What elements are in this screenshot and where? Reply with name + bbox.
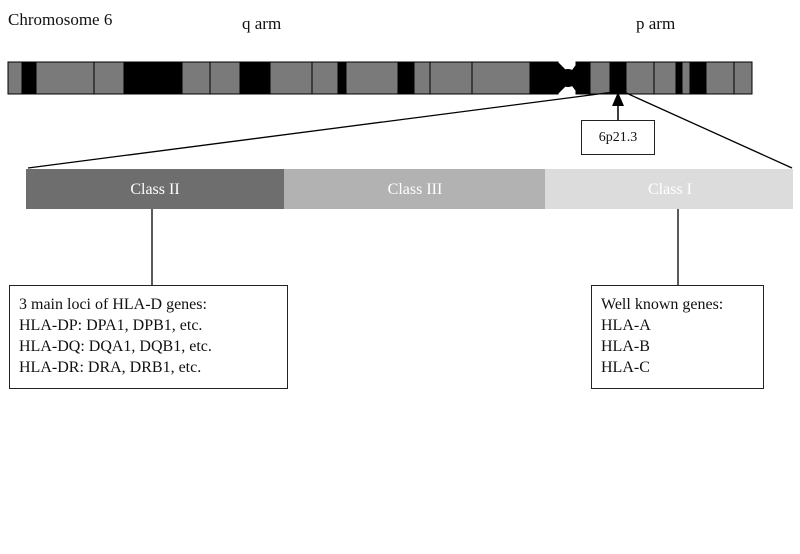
band	[269, 61, 313, 95]
region-label-class-iii: Class III	[388, 181, 443, 198]
band	[311, 61, 339, 95]
expansion-line-left	[27, 91, 615, 169]
band	[93, 61, 125, 95]
band	[429, 61, 473, 95]
band	[471, 61, 531, 95]
class-i-line: HLA-A	[601, 317, 651, 334]
band	[675, 61, 683, 95]
p-arm	[575, 61, 753, 95]
region-label-class-i: Class I	[648, 181, 692, 198]
band	[21, 61, 37, 95]
class-i-genes-box: Well known genes: HLA-A HLA-B HLA-C	[591, 285, 764, 389]
band	[181, 61, 211, 95]
band	[733, 61, 753, 95]
locus-label: 6p21.3	[581, 120, 655, 155]
region-class-ii	[26, 169, 284, 209]
band	[705, 61, 735, 95]
class-ii-genes-box: 3 main loci of HLA-D genes: HLA-DP: DPA1…	[9, 285, 288, 389]
band	[397, 61, 415, 95]
band	[337, 61, 347, 95]
band	[609, 61, 627, 95]
class-i-line: Well known genes:	[601, 296, 724, 313]
q-arm	[7, 61, 559, 95]
band	[345, 61, 399, 95]
band	[123, 61, 183, 95]
class-i-line: HLA-B	[601, 338, 650, 355]
band	[689, 61, 707, 95]
band	[653, 61, 677, 95]
band	[35, 61, 95, 95]
band	[7, 61, 23, 95]
p-arm-label: p arm	[636, 14, 676, 33]
class-ii-line: HLA-DR: DRA, DRB1, etc.	[19, 359, 202, 376]
band	[209, 61, 241, 95]
region-class-i	[545, 169, 793, 209]
band	[413, 61, 431, 95]
q-arm-label: q arm	[242, 14, 282, 33]
band	[575, 61, 591, 95]
band	[625, 61, 655, 95]
chromosome-title: Chromosome 6	[8, 10, 113, 29]
band	[529, 61, 559, 95]
locus-arrow-head	[612, 92, 624, 106]
class-i-line: HLA-C	[601, 359, 650, 376]
class-ii-line: HLA-DP: DPA1, DPB1, etc.	[19, 317, 203, 334]
region-label-class-ii: Class II	[130, 181, 179, 198]
band	[681, 61, 691, 95]
band	[589, 61, 611, 95]
expansion-line-right	[623, 91, 793, 169]
class-ii-line: HLA-DQ: DQA1, DQB1, etc.	[19, 338, 212, 355]
class-ii-line: 3 main loci of HLA-D genes:	[19, 296, 207, 313]
region-class-iii	[284, 169, 545, 209]
band	[239, 61, 271, 95]
